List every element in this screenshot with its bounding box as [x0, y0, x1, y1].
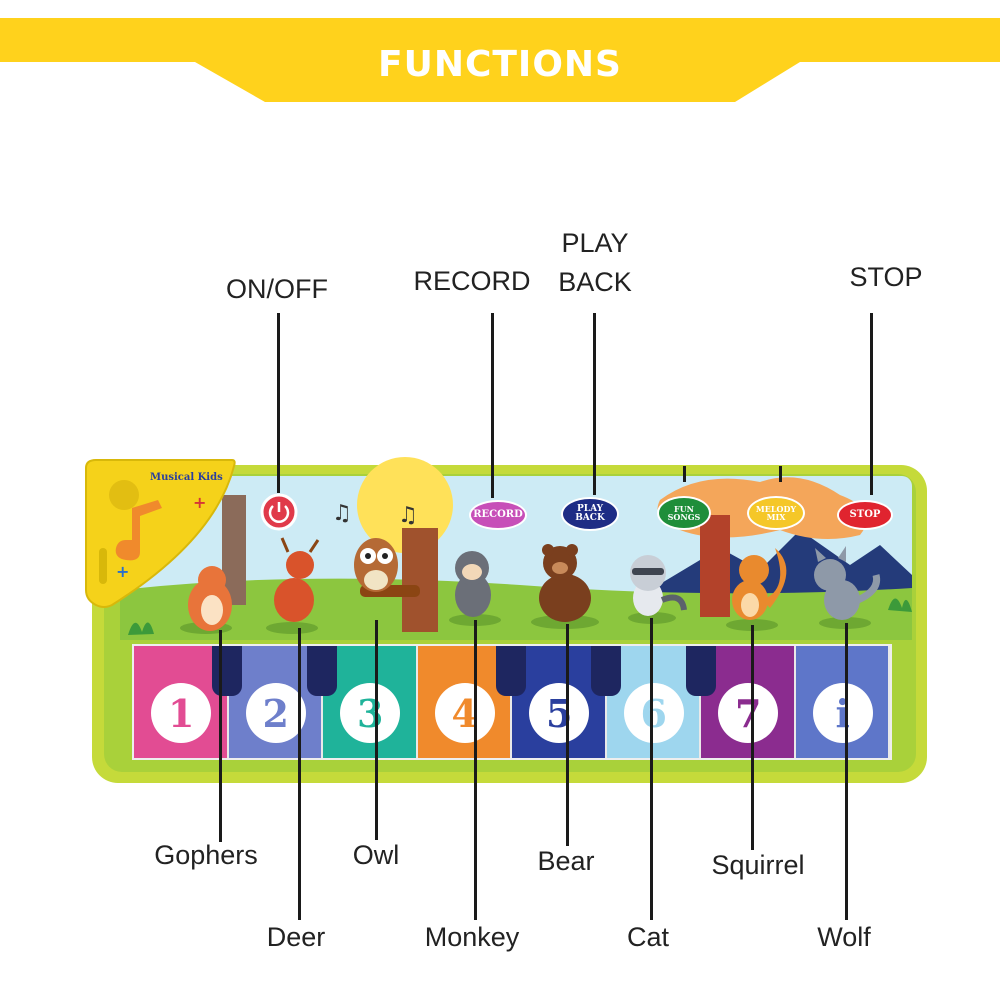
label-stop: STOP	[849, 262, 923, 292]
label-on-off: ON/OFF	[226, 274, 328, 304]
fun-songs-button[interactable]: FUN SONGS	[657, 496, 711, 530]
banner-title: FUNCTIONS	[378, 44, 622, 85]
leader-line-bear	[566, 624, 569, 846]
label-wolf: Wolf	[817, 922, 871, 952]
label-play-back: PLAY BACK	[558, 224, 632, 302]
svg-text:♫: ♫	[332, 501, 352, 526]
black-key[interactable]	[496, 646, 526, 696]
label-play-back-line2: BACK	[558, 267, 632, 298]
black-key[interactable]	[212, 646, 242, 696]
leader-line-gophers	[219, 630, 222, 842]
piano-key-number: 3	[340, 683, 401, 743]
black-key[interactable]	[686, 646, 716, 696]
leader-line-on-off	[277, 313, 280, 493]
piano-key-number: 5	[529, 683, 590, 743]
label-squirrel: Squirrel	[711, 850, 805, 880]
mat-brand-label: Musical Kids	[150, 472, 223, 483]
label-record: RECORD	[413, 266, 531, 296]
fun-songs-label-1: FUN	[674, 503, 694, 514]
melody-mix-button[interactable]: MELODY MIX	[747, 496, 805, 530]
leader-line-cat	[650, 618, 653, 920]
play-back-label-2: BACK	[575, 513, 605, 523]
piano-key-number: 2	[245, 683, 306, 743]
melody-mix-label-1: MELODY	[755, 503, 797, 514]
play-back-label-1: PLAY	[576, 503, 604, 514]
leader-line-melody-mix	[779, 466, 782, 482]
power-button-icon[interactable]	[262, 495, 296, 529]
leader-line-wolf	[845, 623, 848, 920]
label-play-back-line1: PLAY	[561, 228, 629, 258]
leader-line-play-back	[593, 313, 596, 495]
stop-button-label: STOP	[849, 508, 881, 520]
melody-mix-label-2: MIX	[766, 512, 786, 522]
piano-key-number: 4	[434, 683, 495, 743]
leader-line-owl	[375, 620, 378, 840]
svg-text:+: +	[193, 493, 206, 512]
label-deer: Deer	[266, 922, 326, 952]
piano-key-number: i	[812, 683, 873, 743]
piano-key-number: 7	[718, 683, 779, 743]
leader-line-fun-songs	[683, 466, 686, 482]
svg-text:+: +	[116, 562, 129, 581]
leader-line-monkey	[474, 620, 477, 920]
leader-line-stop	[870, 313, 873, 495]
black-key[interactable]	[591, 646, 621, 696]
title-banner	[0, 18, 1000, 102]
label-monkey: Monkey	[424, 922, 520, 952]
leader-line-deer	[298, 628, 301, 920]
fun-songs-label-2: SONGS	[667, 512, 701, 522]
record-button[interactable]: RECORD	[469, 500, 527, 530]
leader-line-squirrel	[751, 625, 754, 850]
piano-key-number: 6	[623, 683, 684, 743]
leader-line-record	[491, 313, 494, 498]
label-cat: Cat	[626, 922, 670, 952]
piano-key-number: 1	[151, 683, 212, 743]
svg-text:♫: ♫	[398, 503, 418, 528]
black-key[interactable]	[307, 646, 337, 696]
label-bear: Bear	[537, 846, 595, 876]
play-back-button[interactable]: PLAY BACK	[561, 497, 619, 531]
record-button-label: RECORD	[473, 508, 523, 520]
label-owl: Owl	[352, 840, 400, 870]
label-gophers: Gophers	[154, 840, 258, 870]
stop-button[interactable]: STOP	[837, 500, 893, 530]
